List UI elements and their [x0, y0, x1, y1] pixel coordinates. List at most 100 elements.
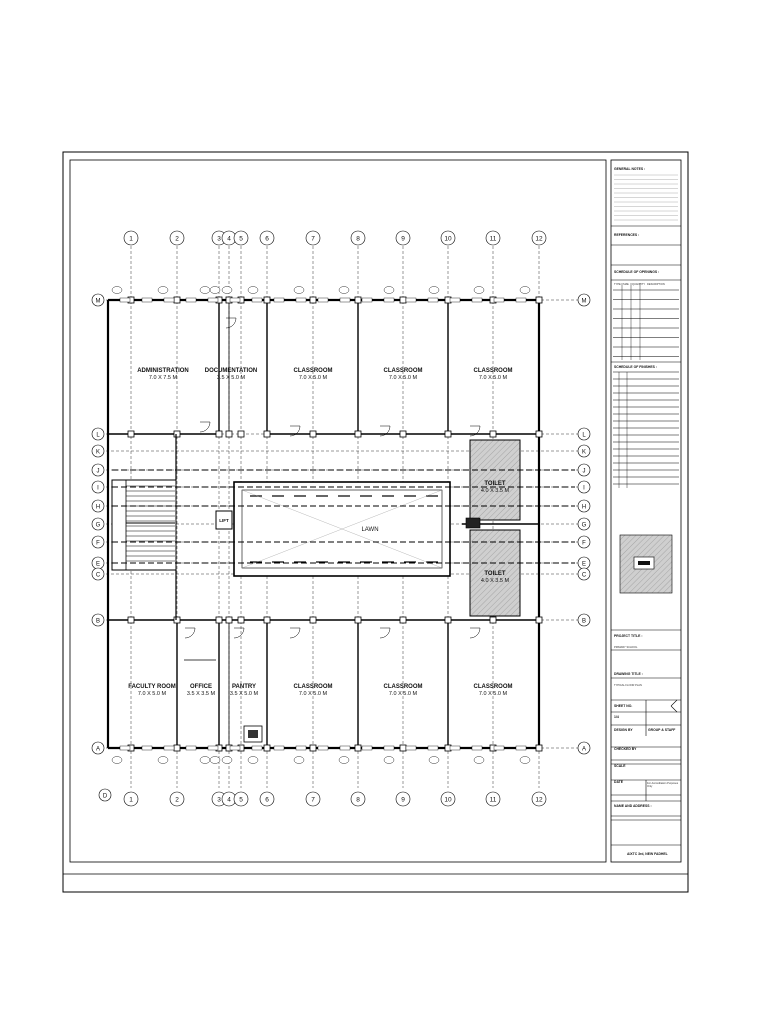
drawing-title-label: DRAWING TITLE : [614, 672, 643, 676]
grid-bubble-col-12 [531, 791, 547, 807]
grid-bubble-row-C [91, 567, 105, 581]
structural-column [309, 616, 317, 624]
general-notes-label: GENERAL NOTES : [614, 167, 646, 171]
grid-bubble-col-11 [485, 791, 501, 807]
grid-bubble-row-H [577, 499, 591, 513]
structural-column [127, 430, 135, 438]
grid-bubble-row-B [91, 613, 105, 627]
room-size: 7.0 X 5.0 M [138, 691, 167, 697]
opening-header-description: DESCRIPTION [647, 283, 665, 286]
opening-tag [519, 756, 531, 764]
room-size: 7.0 X 5.0 M [479, 691, 508, 697]
window [295, 745, 307, 751]
window [251, 297, 263, 303]
room-name: OFFICE [190, 684, 212, 690]
opening-tag [157, 286, 169, 294]
window [317, 745, 329, 751]
detail-core [638, 561, 650, 565]
grid-label-col-5: 5 [239, 236, 243, 243]
scale-label: SCALE [614, 764, 626, 768]
structural-column [444, 430, 452, 438]
window [339, 297, 351, 303]
room-name: TOILET [484, 571, 506, 577]
grid-bubble-extra [98, 788, 112, 802]
door-faculty [184, 627, 196, 639]
grid-label-row-G: G [96, 522, 101, 528]
room-name: CLASSROOM [474, 684, 513, 690]
grid-label-row-E: E [582, 561, 586, 567]
structural-column [215, 430, 223, 438]
lift-core [215, 510, 233, 530]
structural-column [309, 296, 317, 304]
room-size: 4.0 X 3.5 M [481, 578, 510, 584]
grid-label-row-I: I [583, 485, 585, 491]
grid-label-row-A: A [96, 746, 100, 752]
opening-tag [338, 286, 350, 294]
grid-bubble-row-A [577, 741, 591, 755]
grid-label-col-9: 9 [401, 236, 405, 243]
room-name-lawn: LAWN [361, 527, 378, 533]
date-label: DATE [614, 780, 623, 784]
toilet-north-block [469, 439, 521, 521]
room-size: 7.0 X 5.0 M [299, 375, 328, 381]
room-name: CLASSROOM [384, 368, 423, 374]
structural-column [263, 430, 271, 438]
room-name: TOILET [484, 481, 506, 487]
grid-label-row-F: F [582, 540, 586, 546]
grid-label-col-1: 1 [129, 236, 133, 243]
opening-tag [247, 756, 259, 764]
grid-label-col-3: 3 [217, 236, 221, 243]
grid-bubble-row-I [577, 480, 591, 494]
structural-column [399, 296, 407, 304]
checked-by-label: CHECKED BY [614, 747, 637, 751]
room-size: 3.5 X 3.5 M [187, 691, 216, 697]
door-classroom [379, 425, 391, 437]
window [361, 745, 373, 751]
window [295, 297, 307, 303]
grid-bubble-row-A [91, 741, 105, 755]
room-name: CLASSROOM [474, 368, 513, 374]
firm-name: AIXTC 3rd, NEW FADHEL [627, 852, 668, 856]
opening-tag [293, 756, 305, 764]
grid-bubble-col-7 [305, 230, 321, 246]
window [405, 745, 417, 751]
opening-tag [338, 756, 350, 764]
toilet-south-block [469, 529, 521, 617]
grid-bubble-col-5 [233, 791, 249, 807]
window [207, 297, 219, 303]
structural-column [535, 744, 543, 752]
window [449, 745, 461, 751]
window [141, 297, 153, 303]
grid-label-row-M: M [582, 298, 587, 304]
window [515, 745, 527, 751]
grid-bubble-row-M [91, 293, 105, 307]
grid-bubble-row-M [577, 293, 591, 307]
structural-column [173, 616, 181, 624]
project-title: PRIMARY SCHOOL [614, 646, 638, 649]
opening-tag [473, 286, 485, 294]
room-size: 7.0 X 5.0 M [389, 375, 418, 381]
structural-column [263, 616, 271, 624]
structural-column [354, 296, 362, 304]
room-name: FACULTY ROOM [128, 684, 175, 690]
grid-bubble-row-F [577, 535, 591, 549]
grid-label-extra: D [103, 794, 108, 800]
opening-tag [247, 286, 259, 294]
title-block-lines [611, 174, 681, 846]
window [317, 297, 329, 303]
opening-tag [221, 286, 233, 294]
grid-label-col-7: 7 [311, 797, 315, 804]
grid-label-col-8: 8 [356, 236, 360, 243]
lawn-inner [241, 489, 443, 569]
title-block-frame [610, 159, 682, 863]
grid-label-row-F: F [96, 540, 100, 546]
grid-label-col-7: 7 [311, 236, 315, 243]
opening-tag [111, 286, 123, 294]
grid-bubble-row-L [577, 427, 591, 441]
window [119, 297, 131, 303]
grid-bubble-row-K [91, 444, 105, 458]
grid-bubble-col-2 [169, 791, 185, 807]
structural-column [263, 744, 271, 752]
grid-bubble-col-8 [350, 230, 366, 246]
